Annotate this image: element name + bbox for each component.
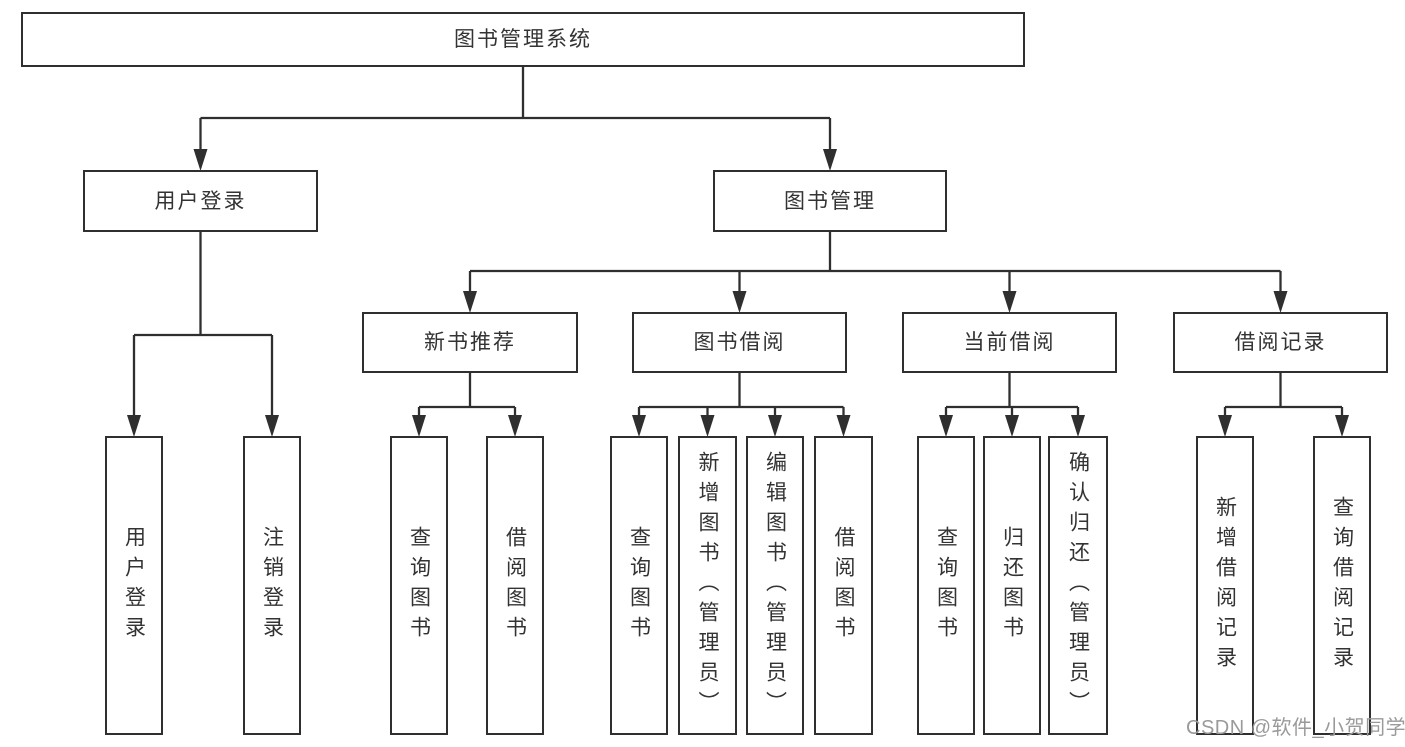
node-book-mgmt: 图书管理 [713,170,947,232]
node-leaf-add-record: 新增借阅记录 [1196,436,1254,735]
node-leaf-edit-book: 编辑图书（管理员） [746,436,804,735]
node-leaf-add-record-label: 新增借阅记录 [1213,495,1237,676]
arrowhead-icon [1071,415,1085,437]
node-borrow-records-label: 借阅记录 [1234,331,1327,354]
node-leaf-borrow-books-1: 借阅图书 [486,436,544,735]
node-borrow-records: 借阅记录 [1173,312,1388,373]
node-leaf-borrow-books-2-label: 借阅图书 [832,525,855,646]
arrowhead-icon [463,291,477,313]
node-book-borrow: 图书借阅 [632,312,847,373]
node-leaf-logout-label: 注销登录 [260,525,284,646]
arrowhead-icon [1218,415,1232,437]
node-leaf-query-record-label: 查询借阅记录 [1330,495,1354,676]
node-leaf-query-books-3: 查询图书 [917,436,975,735]
node-leaf-add-book: 新增图书（管理员） [678,436,737,735]
arrowhead-icon [412,415,426,437]
node-book-mgmt-label: 图书管理 [784,189,876,213]
node-leaf-return-book-label: 归还图书 [1000,525,1024,646]
node-leaf-query-books-1-label: 查询图书 [407,525,431,646]
arrowhead-icon [193,149,208,171]
node-leaf-user-login-label: 用户登录 [122,525,146,646]
arrowhead-icon [939,415,953,437]
node-leaf-borrow-books-1-label: 借阅图书 [503,525,527,646]
node-current-borrow: 当前借阅 [902,312,1117,373]
arrowhead-icon [1005,415,1019,437]
node-leaf-query-books-2-label: 查询图书 [627,525,651,646]
node-root: 图书管理系统 [21,12,1025,67]
arrowhead-icon [1002,291,1017,313]
node-leaf-add-book-label: 新增图书（管理员） [696,450,719,721]
node-root-label: 图书管理系统 [454,28,592,51]
csdn-watermark: CSDN @软件_小贺同学 [1186,717,1405,739]
node-new-book-rec: 新书推荐 [362,312,578,373]
node-leaf-borrow-books-2: 借阅图书 [814,436,873,735]
arrowhead-icon [768,415,782,437]
node-leaf-confirm-return: 确认归还（管理员） [1048,436,1108,735]
arrowhead-icon [265,415,279,437]
node-user-login: 用户登录 [83,170,318,232]
node-leaf-return-book: 归还图书 [983,436,1041,735]
node-book-borrow-label: 图书借阅 [693,331,786,354]
arrowhead-icon [508,415,522,437]
node-leaf-logout: 注销登录 [243,436,301,735]
arrowhead-icon [1335,415,1349,437]
node-leaf-edit-book-label: 编辑图书（管理员） [763,450,787,721]
node-current-borrow-label: 当前借阅 [963,331,1056,354]
node-new-book-rec-label: 新书推荐 [424,331,516,354]
node-leaf-user-login: 用户登录 [105,436,163,735]
arrowhead-icon [823,149,837,171]
arrowhead-icon [732,291,747,313]
arrowhead-icon [1273,291,1288,313]
node-leaf-query-books-2: 查询图书 [610,436,668,735]
arrowhead-icon [836,415,851,437]
arrowhead-icon [700,415,715,437]
node-user-login-label: 用户登录 [154,189,247,213]
node-leaf-query-record: 查询借阅记录 [1313,436,1371,735]
node-leaf-query-books-3-label: 查询图书 [934,525,958,646]
arrowhead-icon [127,415,141,437]
arrowhead-icon [632,415,646,437]
node-leaf-query-books-1: 查询图书 [390,436,448,735]
node-leaf-confirm-return-label: 确认归还（管理员） [1066,450,1090,721]
